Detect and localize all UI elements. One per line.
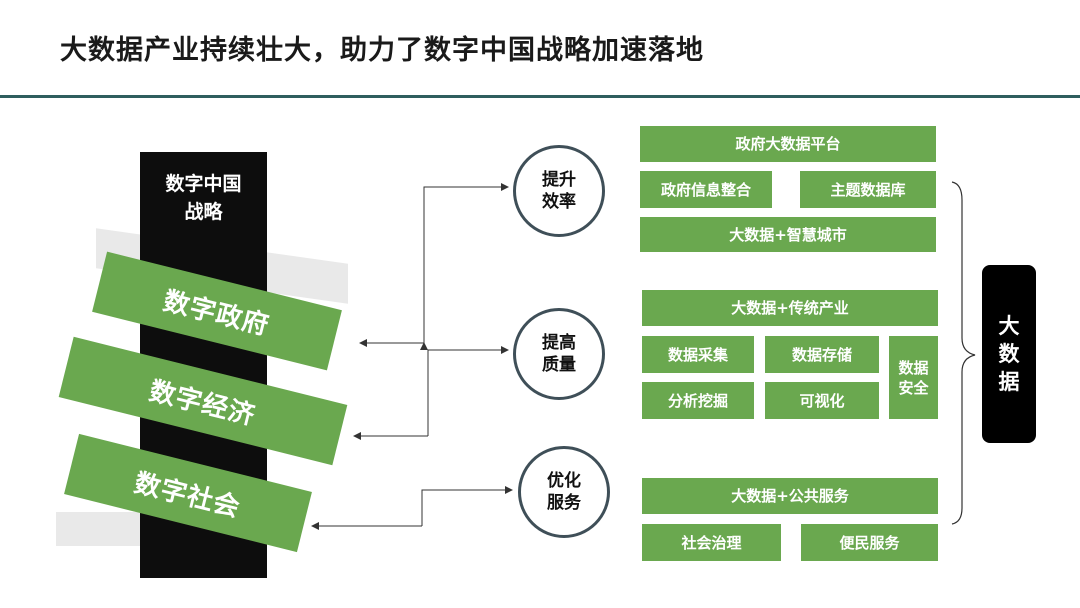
- right-brace: [951, 181, 976, 525]
- box-convenient-service: 便民服务: [801, 524, 938, 561]
- box-topic-database: 主题数据库: [800, 171, 936, 208]
- big-data-label-line1: 大: [998, 314, 1020, 338]
- box-traditional-industry: 大数据+传统产业: [642, 290, 938, 326]
- box-social-governance: 社会治理: [642, 524, 781, 561]
- box-public-service: 大数据+公共服务: [642, 478, 938, 514]
- circle-efficiency: 提升 效率: [513, 145, 605, 237]
- box-data-security-line1: 数据: [898, 358, 929, 377]
- big-data-label: 大 数 据: [982, 265, 1036, 443]
- box-smart-city: 大数据+智慧城市: [640, 217, 936, 252]
- big-data-label-line2: 数: [998, 342, 1020, 366]
- connector-economy: [427, 346, 509, 436]
- page-title: 大数据产业持续壮大，助力了数字中国战略加速落地: [60, 35, 704, 66]
- box-gov-info-integration: 政府信息整合: [640, 171, 772, 208]
- circle-efficiency-line2: 效率: [542, 192, 576, 212]
- pillar-label-line2: 战略: [184, 201, 223, 223]
- pillar-label: 数字中国 战略: [140, 170, 267, 226]
- connector-society: [421, 486, 513, 526]
- pillar-label-line1: 数字中国: [165, 173, 242, 195]
- circle-quality: 提高 质量: [513, 308, 605, 400]
- circle-quality-line2: 质量: [542, 355, 576, 375]
- title-divider: [0, 95, 1080, 98]
- circle-service: 优化 服务: [518, 446, 610, 538]
- box-data-security: 数据 安全: [889, 336, 938, 419]
- box-gov-bigdata-platform: 政府大数据平台: [640, 126, 936, 162]
- box-visualization: 可视化: [765, 382, 879, 419]
- circle-service-line2: 服务: [547, 493, 581, 513]
- connector-government: [420, 183, 509, 350]
- box-data-security-line2: 安全: [898, 378, 929, 397]
- circle-efficiency-line1: 提升: [542, 170, 576, 190]
- big-data-label-line3: 据: [998, 370, 1020, 394]
- box-analysis-mining: 分析挖掘: [642, 382, 754, 419]
- circle-quality-line1: 提高: [542, 333, 576, 353]
- circle-service-line1: 优化: [547, 471, 581, 491]
- box-data-storage: 数据存储: [765, 336, 879, 373]
- box-data-collection: 数据采集: [642, 336, 754, 373]
